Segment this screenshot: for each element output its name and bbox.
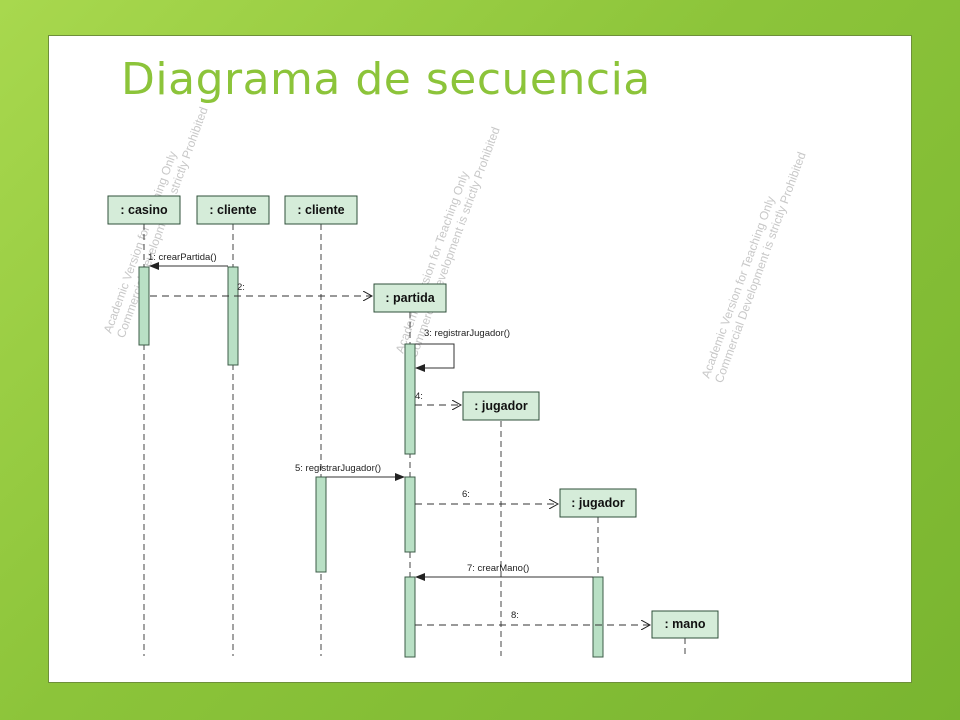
sequence-diagram: Academic Version for Teaching Only Comme… [101,105,809,658]
object-cliente-2: : cliente [284,195,358,225]
watermark-3-line1: Academic Version for Teaching Only [699,194,778,380]
object-partida: : partida [373,283,447,313]
message-3-label: 3: registrarJugador() [424,328,510,339]
message-4-label: 4: [415,391,423,402]
message-5-label: 5: registrarJugador() [295,463,381,474]
activation-partida-1 [404,343,416,455]
message-7-label: 7: crearMano() [467,563,529,574]
activation-partida-3 [404,576,416,658]
message-3-arrow [415,343,455,372]
activation-partida-2 [404,476,416,553]
message-1-label: 1: crearPartida() [148,252,217,263]
activation-bars [138,266,604,658]
object-partida-label: : partida [385,291,435,305]
activation-cliente-1 [227,266,239,366]
watermark-3: Academic Version for Teaching Only Comme… [699,150,809,385]
object-cliente-1: : cliente [196,195,270,225]
message-2-label: 2: [237,282,245,293]
watermark-group: Academic Version for Teaching Only Comme… [101,105,809,385]
object-mano: : mano [651,610,719,639]
watermark-2-line2: Commercial Development is strictly Prohi… [406,125,503,360]
slide-title: Diagrama de secuencia [121,54,651,105]
object-jugador-2-label: : jugador [571,496,625,510]
object-cliente-2-label: : cliente [297,203,344,217]
object-cliente-1-label: : cliente [209,203,256,217]
object-casino: : casino [107,195,181,225]
object-casino-label: : casino [120,203,168,217]
activation-casino [138,266,150,346]
object-jugador-1-label: : jugador [474,399,528,413]
slide-canvas: Diagrama de secuencia Academic Version f… [48,35,912,683]
object-jugador-2: : jugador [559,488,637,518]
watermark-2: Academic Version for Teaching Only Comme… [393,125,503,360]
activation-cliente-2 [315,476,327,573]
message-8-label: 8: [511,610,519,621]
object-jugador-1: : jugador [462,391,540,421]
activation-jugador-2 [592,576,604,658]
watermark-3-line2: Commercial Development is strictly Prohi… [712,150,809,385]
objects: : casino : cliente : cliente : partida :… [107,195,719,639]
object-mano-label: : mano [665,617,706,631]
message-6-label: 6: [462,489,470,500]
messages: 1: crearPartida() 2: 3: registrarJugador… [148,252,650,625]
